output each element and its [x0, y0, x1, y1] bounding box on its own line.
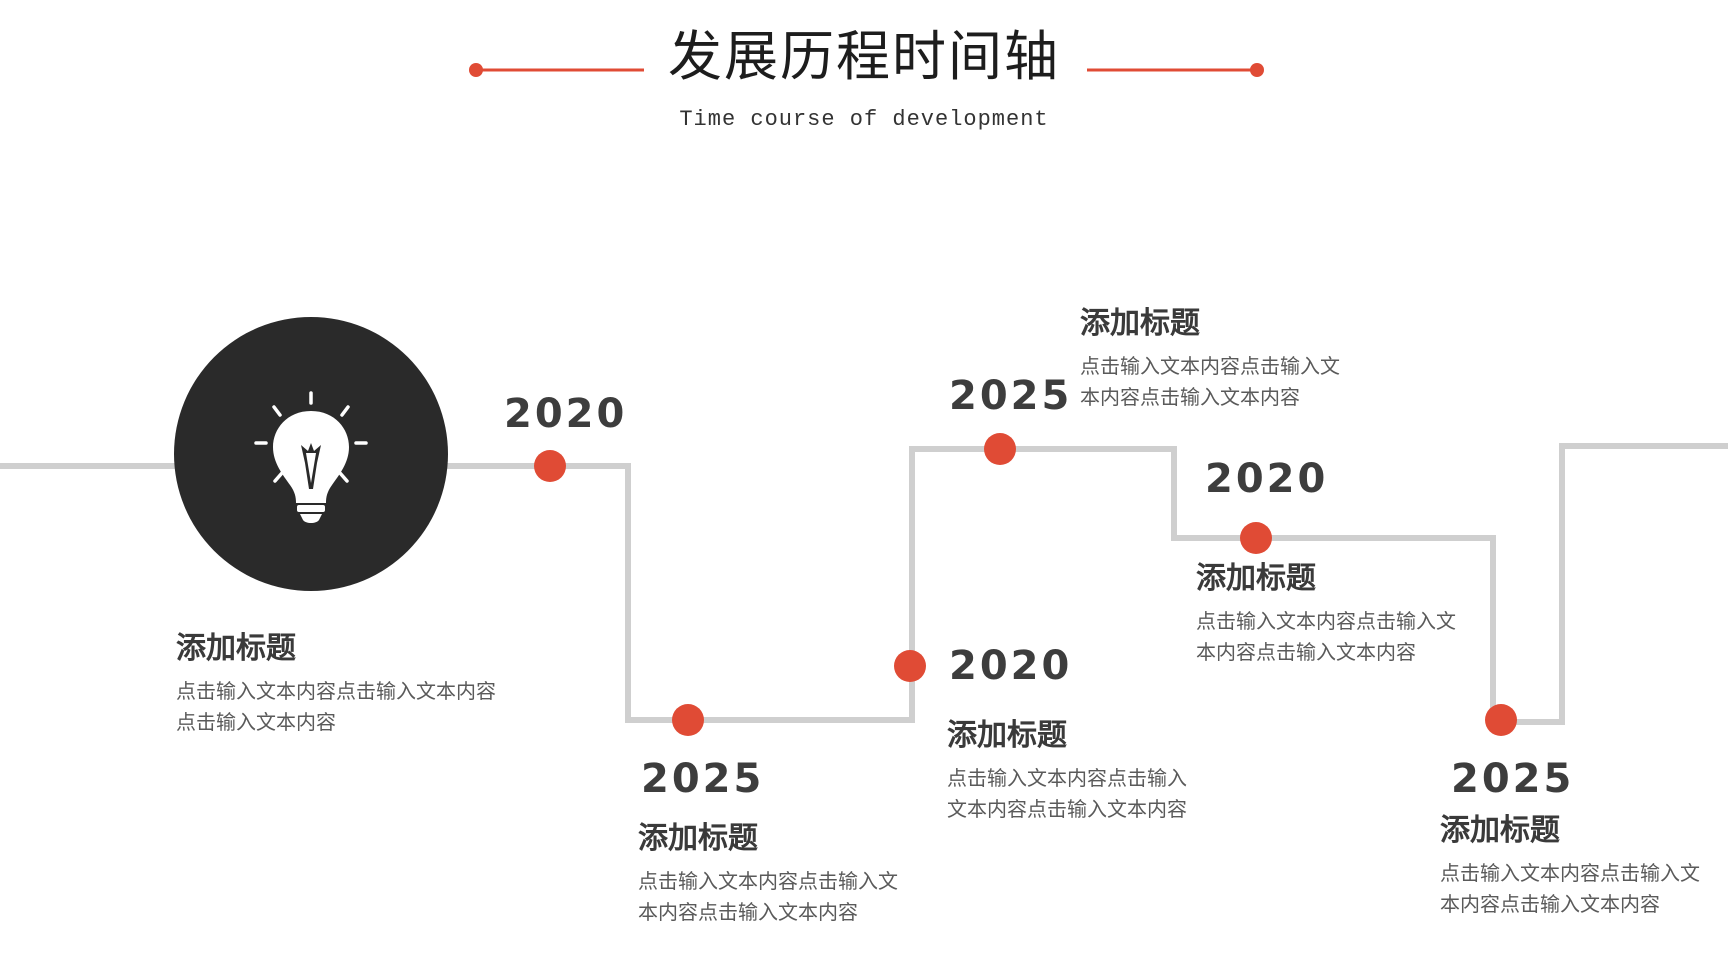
milestone-text-2: 点击输入文本内容点击输入文本内容点击输入文本内容 — [638, 869, 898, 924]
milestone-block-6: 添加标题 点击输入文本内容点击输入文本内容点击输入文本内容 — [1440, 812, 1705, 920]
milestone-heading-3: 添加标题 — [947, 718, 1067, 753]
milestone-year-4: 2025 — [949, 373, 1073, 419]
milestone-block-3: 添加标题 点击输入文本内容点击输入文本内容点击输入文本内容 — [947, 717, 1192, 825]
milestone-dot-2 — [672, 704, 704, 736]
timeline-path — [0, 443, 1728, 725]
milestone-dot-6 — [1485, 704, 1517, 736]
milestone-block-5: 添加标题 点击输入文本内容点击输入文本内容点击输入文本内容 — [1196, 560, 1461, 668]
milestone-text-6: 点击输入文本内容点击输入文本内容点击输入文本内容 — [1440, 861, 1700, 916]
milestone-year-1: 2020 — [504, 391, 628, 437]
milestone-text-4: 点击输入文本内容点击输入文本内容点击输入文本内容 — [1080, 354, 1340, 409]
milestone-block-1: 添加标题 点击输入文本内容点击输入文本内容点击输入文本内容 — [176, 630, 506, 738]
page-subtitle: Time course of development — [679, 107, 1049, 132]
milestone-year-5: 2020 — [1205, 456, 1329, 502]
lightbulb-icon — [254, 391, 368, 523]
milestone-dot-5 — [1240, 522, 1272, 554]
milestone-dot-4 — [984, 433, 1016, 465]
page-title: 发展历程时间轴 — [668, 25, 1060, 88]
milestone-text-5: 点击输入文本内容点击输入文本内容点击输入文本内容 — [1196, 609, 1456, 664]
milestone-year-3: 2020 — [949, 643, 1073, 689]
milestone-year-6: 2025 — [1451, 756, 1575, 802]
milestone-year-2: 2025 — [641, 756, 765, 802]
milestone-text-1: 点击输入文本内容点击输入文本内容点击输入文本内容 — [176, 679, 496, 734]
milestone-text-3: 点击输入文本内容点击输入文本内容点击输入文本内容 — [947, 766, 1187, 821]
title-dot-left — [469, 63, 483, 77]
milestone-block-4: 添加标题 点击输入文本内容点击输入文本内容点击输入文本内容 — [1080, 305, 1345, 413]
milestone-heading-6: 添加标题 — [1440, 813, 1560, 848]
milestone-dot-1 — [534, 450, 566, 482]
milestone-dot-3 — [894, 650, 926, 682]
milestone-block-2: 添加标题 点击输入文本内容点击输入文本内容点击输入文本内容 — [638, 820, 903, 928]
title-dot-right — [1250, 63, 1264, 77]
milestone-heading-2: 添加标题 — [638, 821, 758, 856]
milestone-heading-4: 添加标题 — [1080, 306, 1200, 341]
milestone-heading-5: 添加标题 — [1196, 561, 1316, 596]
milestone-heading-1: 添加标题 — [176, 631, 296, 666]
